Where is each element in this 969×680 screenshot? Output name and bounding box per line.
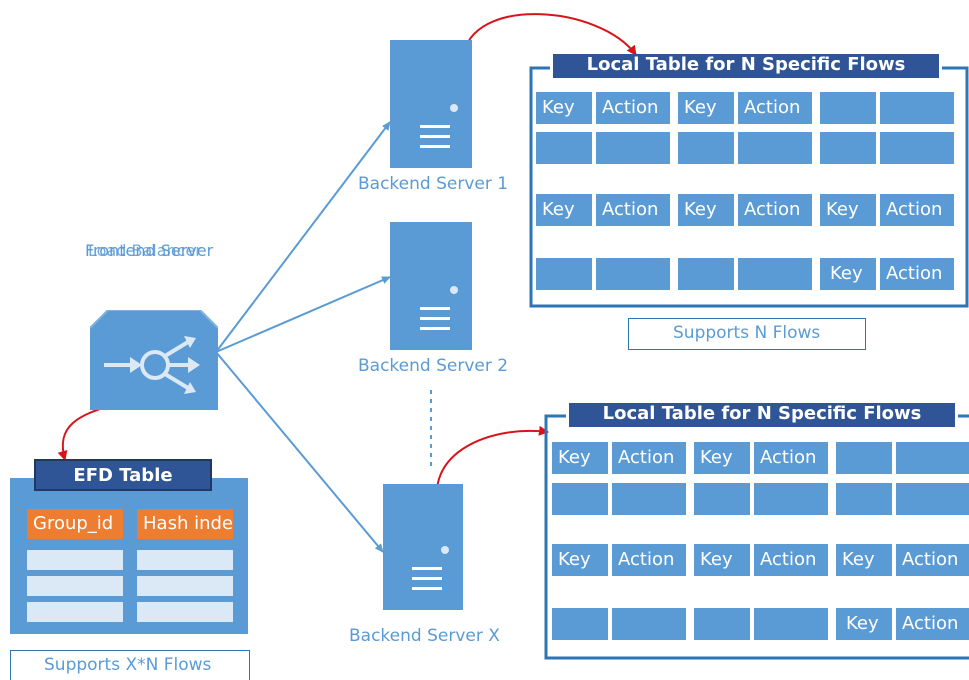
table-cell xyxy=(820,132,876,164)
table-cell xyxy=(536,258,592,290)
efd-supports-text: Supports X*N Flows xyxy=(44,655,212,675)
table-cell xyxy=(880,92,954,124)
table-cell-key: Key xyxy=(694,544,750,576)
backend-server-2-label: Backend Server 2 xyxy=(358,356,509,376)
backend-server-x-label: Backend Server X xyxy=(349,626,500,646)
table-cell-key: Key xyxy=(678,194,734,226)
table-cell-key: Key xyxy=(836,544,892,576)
backend-server-2 xyxy=(390,222,472,350)
table-cell-key: Key xyxy=(820,194,876,226)
table-cell-key: Key xyxy=(836,608,892,640)
table-cell-key: Key xyxy=(820,258,876,290)
table-cell xyxy=(612,483,686,515)
local-table-supports-label: Supports N Flows xyxy=(628,318,866,350)
table-cell xyxy=(596,132,670,164)
table-cell xyxy=(552,608,608,640)
load-balancer-label-b: Load Balancer xyxy=(88,241,202,260)
table-cell-action: Action xyxy=(896,544,969,576)
efd-row xyxy=(137,602,233,622)
arrow-lb-to-efd xyxy=(57,404,113,461)
table-cell-action: Action xyxy=(880,258,954,290)
backend-server-x xyxy=(383,484,463,610)
table-cell xyxy=(880,132,954,164)
table-cell-action: Action xyxy=(896,608,969,640)
table-cell xyxy=(596,258,670,290)
efd-row xyxy=(27,602,123,622)
table-cell-key: Key xyxy=(536,92,592,124)
efd-supports-label: Supports X*N Flows xyxy=(10,650,250,680)
table-cell xyxy=(896,442,969,474)
table-cell-action: Action xyxy=(754,544,828,576)
table-cell xyxy=(678,258,734,290)
arrow-lb-to-serverx xyxy=(215,351,384,553)
efd-row xyxy=(137,550,233,570)
table-cell xyxy=(836,442,892,474)
efd-table-title: EFD Table xyxy=(34,459,212,491)
table-cell-key: Key xyxy=(694,442,750,474)
arrow-lb-to-server1 xyxy=(215,121,391,353)
load-balancer-label-a: Frontend Server xyxy=(85,241,214,260)
arrow-server1-to-table xyxy=(462,13,637,59)
table-cell xyxy=(738,258,812,290)
table-cell xyxy=(820,92,876,124)
efd-row xyxy=(27,576,123,596)
efd-hash-index-header: Hash index xyxy=(137,509,233,539)
table-cell xyxy=(694,483,750,515)
table-cell-key: Key xyxy=(552,544,608,576)
table-cell-action: Action xyxy=(738,92,812,124)
table-cell xyxy=(738,132,812,164)
efd-row xyxy=(27,550,123,570)
efd-group-id-header: Group_id xyxy=(27,509,123,539)
table-cell-key: Key xyxy=(552,442,608,474)
local-table-supports-text: Supports N Flows xyxy=(673,323,821,343)
table-cell xyxy=(836,483,892,515)
table-cell-action: Action xyxy=(612,544,686,576)
table-cell-action: Action xyxy=(754,442,828,474)
table-cell-key: Key xyxy=(678,92,734,124)
local-table-top-title: Local Table for N Specific Flows xyxy=(550,54,942,78)
table-cell xyxy=(754,483,828,515)
table-cell xyxy=(896,483,969,515)
table-cell-action: Action xyxy=(596,92,670,124)
local-table-bottom-title: Local Table for N Specific Flows xyxy=(566,403,958,427)
efd-table: Group_id Hash index xyxy=(10,478,248,634)
table-cell xyxy=(678,132,734,164)
load-balancer-icon xyxy=(90,310,218,410)
arrow-lb-to-server2 xyxy=(215,276,391,353)
table-cell-action: Action xyxy=(880,194,954,226)
table-cell-action: Action xyxy=(738,194,812,226)
table-cell-key: Key xyxy=(536,194,592,226)
table-cell-action: Action xyxy=(612,442,686,474)
table-cell xyxy=(536,132,592,164)
efd-row xyxy=(137,576,233,596)
table-cell xyxy=(552,483,608,515)
backend-server-1 xyxy=(390,40,472,168)
table-cell xyxy=(694,608,750,640)
table-cell-action: Action xyxy=(596,194,670,226)
table-cell xyxy=(754,608,828,640)
table-cell xyxy=(612,608,686,640)
backend-server-1-label: Backend Server 1 xyxy=(358,174,509,194)
